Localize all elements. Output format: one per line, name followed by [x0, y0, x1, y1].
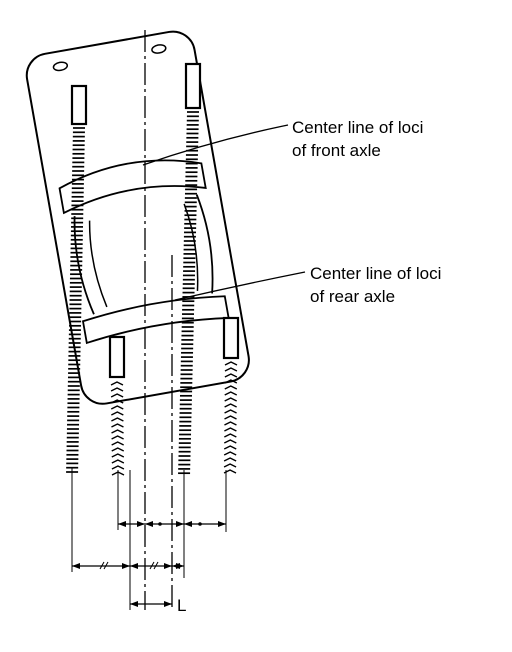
dimension-rear: [72, 561, 184, 570]
rear-left-wheel: [108, 335, 126, 379]
rear-left-chevron-track-chevron: [111, 411, 124, 416]
tire-tracks: [66, 111, 238, 476]
right-connector: [195, 194, 214, 294]
rear-axle-label-line1: Center line of loci: [310, 264, 442, 283]
rear-left-chevron-track-chevron: [110, 381, 124, 386]
rear-left-chevron-track-chevron: [110, 393, 124, 398]
front-right-wheel: [184, 62, 202, 110]
front-leader-line: [142, 124, 289, 166]
rear-right-chevron-track-chevron: [224, 397, 237, 402]
mount-hole-left: [52, 61, 69, 72]
rear-right-chevron-track-chevron: [224, 409, 237, 414]
rear-left-chevron-track-chevron: [111, 447, 125, 452]
rear-left-chevron-track-chevron: [111, 441, 124, 446]
front-axle-label-line2: of front axle: [292, 141, 381, 160]
rear-left-chevron-track-chevron: [111, 429, 124, 434]
rear-right-chevron-track-chevron: [223, 439, 237, 444]
rear-left-chevron-track-chevron: [111, 435, 124, 440]
rear-right-chevron-track-chevron: [224, 379, 238, 384]
rear-left-chevron-track-chevron: [111, 459, 125, 464]
rear-left-chevron-track-chevron: [111, 417, 124, 422]
rear-right-chevron-track-chevron: [224, 403, 237, 408]
front-left-wheel: [70, 84, 88, 126]
rear-right-chevron-track-chevron: [224, 433, 237, 438]
dimension-front: [118, 521, 226, 527]
vehicle-outline: [25, 30, 250, 405]
rear-right-chevron-track-chevron: [223, 463, 237, 468]
front-axle-band: [58, 159, 207, 215]
rear-right-chevron-track-chevron: [224, 373, 238, 378]
rear-right-wheel: [222, 316, 240, 360]
rear-right-chevron-track-chevron: [224, 415, 237, 420]
right-connector-inner: [183, 203, 199, 291]
dimension-offset: [130, 601, 172, 607]
rear-right-chevron-track-chevron: [224, 385, 238, 390]
mount-hole-right: [151, 44, 167, 54]
rear-left-chevron-track-chevron: [110, 405, 124, 410]
rear-left-chevron-track-chevron: [110, 387, 124, 392]
rear-leader-line: [174, 271, 306, 301]
vehicle-body: [25, 30, 250, 405]
rear-axle-label-line2: of rear axle: [310, 287, 396, 306]
rear-right-chevron-track-chevron: [224, 427, 237, 432]
rear-right-chevron-track-chevron: [223, 451, 237, 456]
left-connector-inner: [88, 220, 108, 308]
rear-left-chevron-track-chevron: [111, 453, 125, 458]
front-axle-label-line1: Center line of loci: [292, 118, 424, 137]
rear-right-chevron-track-chevron: [224, 391, 238, 396]
rear-left-chevron-track-chevron: [111, 423, 124, 428]
rear-right-chevron-track-chevron: [223, 445, 237, 450]
rear-right-chevron-track-chevron: [224, 361, 238, 366]
rear-right-chevron-track-chevron: [223, 457, 237, 462]
rear-left-chevron-track-chevron: [110, 399, 124, 404]
rear-right-chevron-track-chevron: [224, 367, 238, 372]
offset-label: L: [177, 596, 187, 615]
rear-left-chevron-track-chevron: [111, 465, 125, 470]
rear-right-chevron-track-chevron: [224, 421, 237, 426]
